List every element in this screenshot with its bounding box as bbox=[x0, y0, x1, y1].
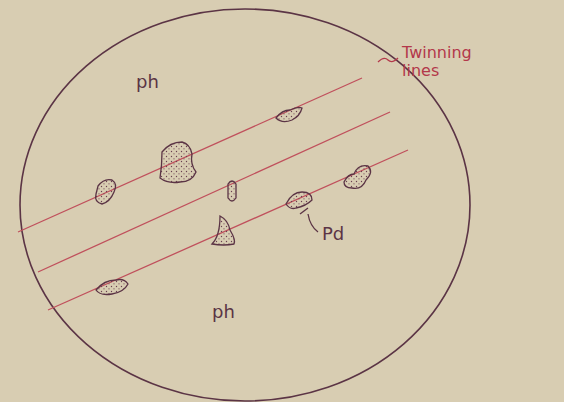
feature-label: Twinning lines bbox=[402, 44, 482, 81]
twinning-lines bbox=[18, 78, 408, 310]
mineral-label: Pd bbox=[322, 224, 344, 245]
leader-line bbox=[300, 208, 308, 214]
mineral-label: ph bbox=[212, 302, 235, 323]
leader-line bbox=[308, 214, 318, 232]
leader-line bbox=[378, 58, 398, 62]
pd-grains bbox=[96, 107, 371, 294]
mineral-label: ph bbox=[136, 72, 159, 93]
